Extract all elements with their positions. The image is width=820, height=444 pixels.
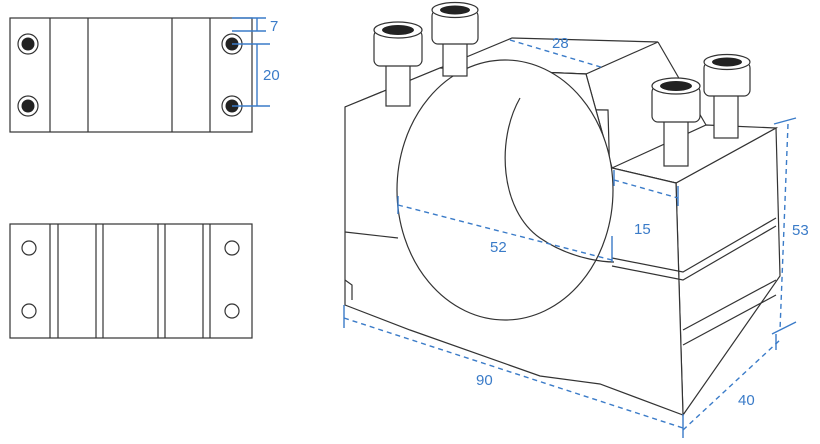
dimension-label: 7 bbox=[270, 18, 278, 35]
mounting-hole-icon bbox=[224, 240, 240, 256]
mounting-hole-icon bbox=[224, 303, 240, 319]
dimension-label: 40 bbox=[738, 392, 755, 409]
dimension-label: 90 bbox=[476, 372, 493, 389]
bottom-view bbox=[9, 223, 253, 339]
dimension-label: 52 bbox=[490, 239, 507, 256]
bore-circle bbox=[396, 59, 614, 321]
dimension-depth: 40 bbox=[682, 334, 781, 431]
mounting-hole-icon bbox=[21, 303, 37, 319]
top-view: 7 20 bbox=[9, 17, 280, 133]
bolt-icon bbox=[373, 21, 423, 107]
bolt-head-icon bbox=[17, 33, 39, 55]
dimension-step: 15 bbox=[613, 170, 679, 238]
mounting-hole-icon bbox=[21, 240, 37, 256]
dimension-top-spacing: 20 bbox=[232, 44, 280, 107]
isometric-view: 28 52 15 53 90 40 bbox=[343, 1, 809, 438]
bottom-view-outline bbox=[9, 223, 253, 339]
dimension-bore: 52 bbox=[397, 196, 613, 262]
dimension-height: 53 bbox=[771, 117, 809, 335]
dimension-label: 20 bbox=[263, 67, 280, 84]
dimension-label: 15 bbox=[634, 221, 651, 238]
dimension-label: 53 bbox=[792, 222, 809, 239]
bolt-icon bbox=[651, 77, 701, 167]
dimension-top-small: 7 bbox=[232, 17, 278, 45]
dimension-width: 90 bbox=[343, 305, 684, 438]
dimension-top-width: 28 bbox=[509, 35, 605, 69]
bolt-icon bbox=[431, 1, 479, 77]
top-view-outline bbox=[9, 17, 253, 133]
dimension-label: 28 bbox=[552, 35, 569, 52]
bolt-head-icon bbox=[17, 95, 39, 117]
bolt-icon bbox=[703, 53, 751, 139]
